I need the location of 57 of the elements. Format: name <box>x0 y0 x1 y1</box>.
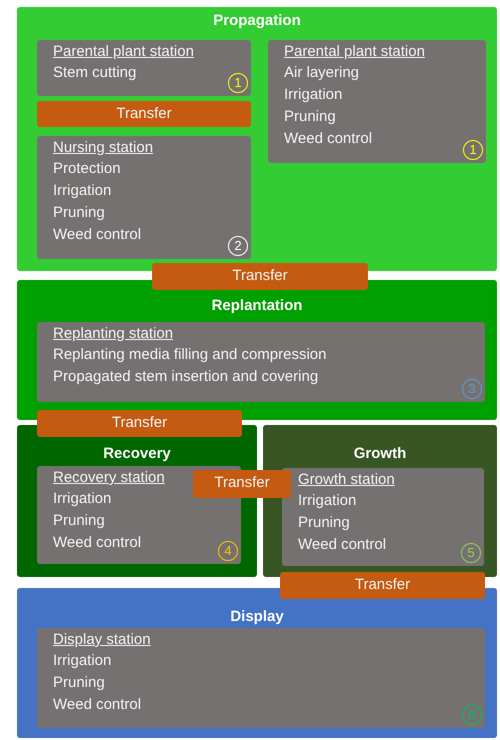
station-heading: Growth station <box>298 470 395 490</box>
station-heading: Parental plant station <box>53 42 194 62</box>
task-text: Protection <box>53 159 121 179</box>
stage-panel <box>17 588 497 738</box>
task-text: Pruning <box>284 107 336 127</box>
task-text: Pruning <box>53 203 105 223</box>
station-box <box>37 628 485 728</box>
step-number: 6 <box>462 705 482 725</box>
transfer-bar <box>193 470 291 498</box>
station-heading: Recovery station <box>53 468 165 488</box>
stage-title: Propagation <box>212 12 302 29</box>
task-text: Propagated stem insertion and covering <box>53 367 318 387</box>
step-number: 2 <box>228 236 248 256</box>
transfer-bar <box>280 572 485 599</box>
task-text: Irrigation <box>53 181 112 201</box>
task-text: Replanting media filling and compression <box>53 345 326 365</box>
transfer-label: Transfer <box>116 104 172 124</box>
station-box <box>282 468 484 566</box>
task-text: Weed control <box>284 129 372 149</box>
step-number: 5 <box>461 543 481 563</box>
task-text: Stem cutting <box>53 63 136 83</box>
transfer-bar <box>37 410 242 437</box>
transfer-bar <box>37 101 251 127</box>
station-heading: Nursing station <box>53 138 154 158</box>
stage-title: Growth <box>352 445 408 462</box>
task-text: Weed control <box>298 535 386 555</box>
stage-title: Replantation <box>210 297 304 314</box>
station-heading: Parental plant station <box>284 42 425 62</box>
transfer-label: Transfer <box>214 473 270 493</box>
task-text: Weed control <box>53 695 142 715</box>
station-heading: Replanting station <box>53 324 174 344</box>
step-number: 4 <box>218 541 238 561</box>
task-text: Air layering <box>284 63 360 83</box>
stage-title: Recovery <box>102 445 172 462</box>
transfer-label: Transfer <box>354 575 410 595</box>
step-number: 1 <box>228 73 248 93</box>
station-box <box>37 322 485 402</box>
task-text: Pruning <box>53 673 105 693</box>
task-text: Pruning <box>298 513 350 533</box>
station-box <box>37 40 251 96</box>
stage-panel <box>17 7 497 271</box>
transfer-bar <box>152 263 368 290</box>
task-text: Weed control <box>53 533 142 553</box>
step-number: 3 <box>462 379 482 399</box>
step-number: 1 <box>463 140 483 160</box>
task-text: Irrigation <box>53 489 112 509</box>
task-text: Irrigation <box>53 651 112 671</box>
station-box <box>268 40 486 163</box>
task-text: Weed control <box>53 225 142 245</box>
task-text: Irrigation <box>284 85 342 105</box>
transfer-label: Transfer <box>112 413 168 433</box>
task-text: Pruning <box>53 511 105 531</box>
station-box <box>37 136 251 259</box>
task-text: Irrigation <box>298 491 356 511</box>
transfer-label: Transfer <box>232 266 288 286</box>
station-heading: Display station <box>53 630 151 650</box>
stage-title: Display <box>229 608 285 625</box>
